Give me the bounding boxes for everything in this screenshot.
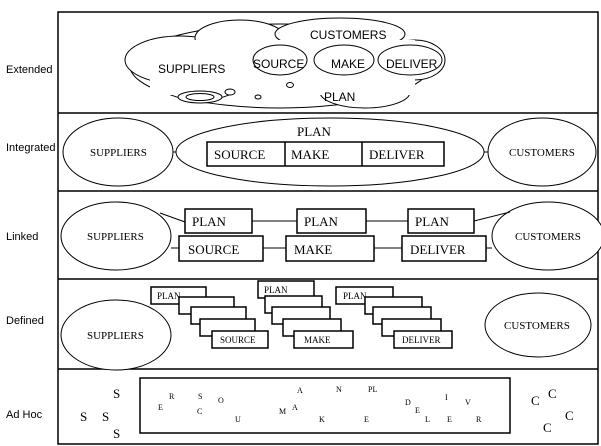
adhoc-letter: C [197,407,202,416]
linked-deliver-box [401,235,487,262]
linked-customers-ellipse [491,201,601,271]
defined-deliver-plan-label: PLAN [343,291,367,301]
integrated-suppliers-label: SUPPLIERS [90,147,147,159]
integrated-process-box [206,141,445,167]
adhoc-letter-c: C [531,393,540,408]
linked-plan-box-1 [184,208,253,234]
defined-source-stack: PLAN SOURCE [150,286,269,349]
defined-deliver-label: DELIVER [402,335,441,345]
adhoc-letter-s: S [113,426,120,441]
adhoc-letter: K [319,415,325,424]
linked-suppliers-ellipse [60,201,172,271]
adhoc-letter-s: S [113,386,120,401]
linked-source-label: SOURCE [188,242,239,257]
linked-deliver-label: DELIVER [410,242,466,257]
defined-suppliers-label: SUPPLIERS [87,330,144,342]
adhoc-letter: R [169,392,175,401]
level-label-integrated: Integrated [6,142,56,154]
adhoc-letter: D [405,398,411,407]
level-label-defined: Defined [6,315,44,327]
defined-make-label: MAKE [304,335,331,345]
extended-make-label: MAKE [331,57,365,71]
extended-deliver-label: DELIVER [386,57,438,71]
linked-plan3-label: PLAN [415,214,450,229]
extended-source-label: SOURCE [253,57,304,71]
linked-customers-label: CUSTOMERS [515,231,581,243]
adhoc-letter: A [292,403,298,412]
linked-plan-box-3 [407,208,475,234]
adhoc-letter: S [198,392,202,401]
linked-source-box [178,235,264,262]
defined-customers-label: CUSTOMERS [504,320,570,332]
adhoc-process-box [139,377,511,434]
integrated-deliver-label: DELIVER [369,147,425,162]
defined-make-stack: PLAN MAKE [257,280,354,349]
level-label-extended: Extended [6,64,52,76]
adhoc-letter: A [297,386,303,395]
extended-customers-label: CUSTOMERS [310,28,386,42]
linked-plan2-label: PLAN [304,214,339,229]
extended-suppliers-label: SUPPLIERS [158,62,225,76]
adhoc-letter: E [158,403,163,412]
defined-make-plan-label: PLAN [264,285,288,295]
adhoc-letter: U [235,415,241,424]
defined-customers-ellipse [484,292,592,358]
linked-plan1-label: PLAN [192,214,227,229]
adhoc-letter: L [425,415,430,424]
adhoc-letter-s: S [80,409,87,424]
level-label-linked: Linked [6,231,38,243]
integrated-make-label: MAKE [291,147,329,162]
thought-bubble-icon [177,82,294,104]
defined-deliver-stack: PLAN DELIVER [335,286,453,349]
extended-inner-cloud [252,44,443,76]
extended-plan-label: PLAN [324,90,355,104]
adhoc-letter: V [465,398,471,407]
adhoc-letter: N [336,385,342,394]
defined-plan-label: PLAN [157,291,181,301]
linked-plan-box-2 [296,208,367,234]
adhoc-letter: R [476,415,482,424]
integrated-customers-label: CUSTOMERS [509,147,575,159]
adhoc-letter: I [445,393,448,402]
linked-connectors [159,211,511,249]
integrated-plan-label: PLAN [297,124,332,139]
adhoc-letter-c: C [543,420,552,435]
adhoc-letter: E [364,415,369,424]
integrated-source-label: SOURCE [214,147,265,162]
adhoc-letter: E [415,406,420,415]
adhoc-letter-c: C [548,386,557,401]
level-label-adhoc: Ad Hoc [6,409,43,421]
adhoc-letter: PL [368,385,377,394]
defined-suppliers-ellipse [60,299,172,371]
linked-suppliers-label: SUPPLIERS [87,231,144,243]
linked-make-box [285,235,375,262]
linked-make-label: MAKE [294,242,332,257]
adhoc-letter-s: S [102,409,109,424]
defined-source-label: SOURCE [220,335,256,345]
adhoc-letter: E [447,415,452,424]
adhoc-scattered-letters: S S S S E R S O C U A N PL M A K E D E I… [80,385,574,441]
adhoc-letter: M [279,407,286,416]
adhoc-letter-c: C [565,408,574,423]
adhoc-letter: O [218,396,224,405]
